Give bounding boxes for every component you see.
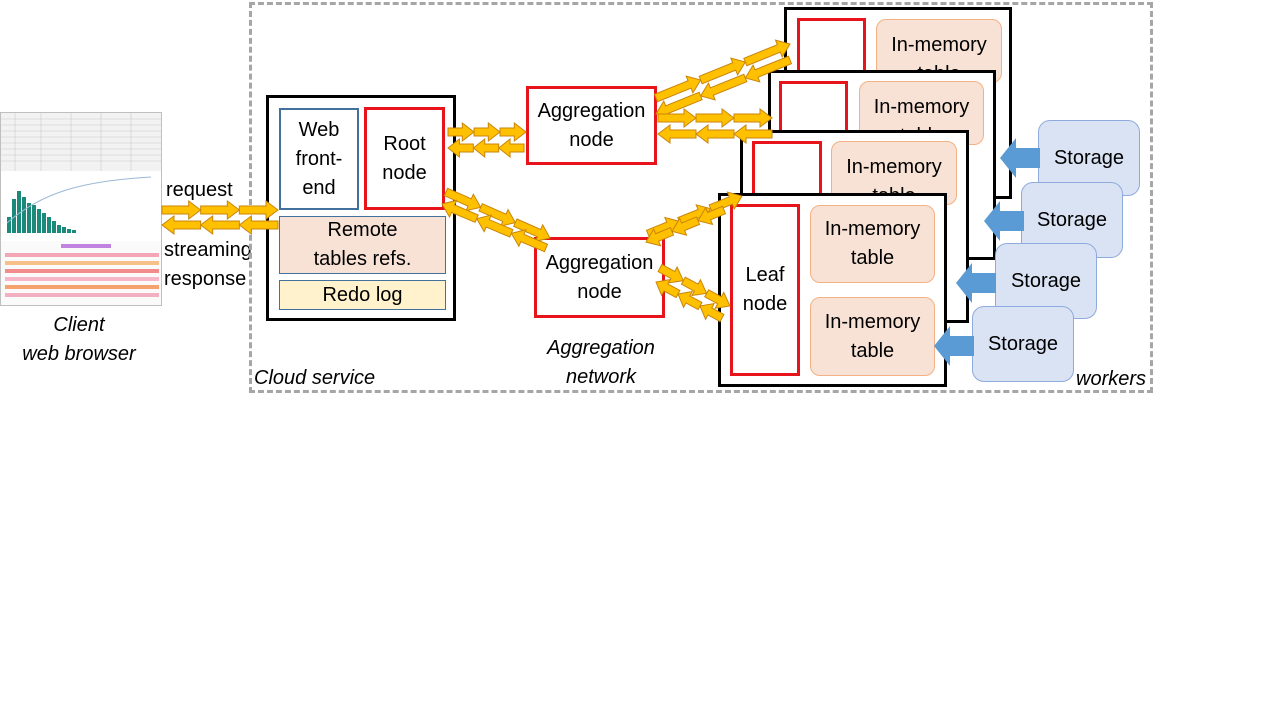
aggregation-bottom-line2: node <box>577 280 622 303</box>
web-frontend-line3: end <box>302 176 336 199</box>
storage-4: Storage <box>972 306 1074 382</box>
remote-tables-line1: Remote <box>327 219 398 241</box>
root-node-line1: Root <box>383 132 426 155</box>
client-caption: Client web browser <box>0 311 158 369</box>
storage-1-label: Storage <box>1053 146 1125 169</box>
web-frontend-box: Web front- end <box>279 108 359 210</box>
aggregation-node-bottom: Aggregation node <box>534 237 665 318</box>
storage-4-label: Storage <box>987 332 1059 355</box>
web-frontend-line1: Web <box>298 118 340 141</box>
aggregation-node-top: Aggregation node <box>526 86 657 165</box>
in-memory-table-1: In-memory table <box>810 205 935 283</box>
in-memory-table-2-line1: In-memory <box>824 310 921 333</box>
response-arrow-segment <box>199 215 240 235</box>
browser-screenshot-icon <box>1 113 161 305</box>
cloud-service-label: Cloud service <box>254 367 376 389</box>
response-arrow-segment <box>161 215 202 235</box>
aggregation-bottom-line1: Aggregation <box>545 251 654 274</box>
request-arrow-segment <box>161 200 202 220</box>
client-caption-line2: web browser <box>22 343 136 365</box>
worker-2-table-label: In-memory <box>846 156 942 178</box>
streaming-response-label: streaming response <box>164 236 252 294</box>
request-arrow-segment <box>200 200 241 220</box>
remote-tables-line2: tables refs. <box>313 248 412 270</box>
cloud-service-boundary <box>249 2 1153 393</box>
remote-tables-box: Remote tables refs. <box>279 216 446 274</box>
aggregation-top-line2: node <box>569 128 614 151</box>
worker-4-table-label: In-memory <box>891 34 987 56</box>
workers-label: workers <box>1076 368 1147 390</box>
aggregation-network-line1: Aggregation <box>547 337 655 359</box>
response-label: response <box>164 268 247 290</box>
root-node-line2: node <box>382 161 427 184</box>
aggregation-network-label: Aggregation network <box>536 334 666 392</box>
request-label: request <box>166 179 233 201</box>
storage-2-label: Storage <box>1036 208 1108 231</box>
in-memory-table-1-line2: table <box>850 247 895 269</box>
streaming-label: streaming <box>164 239 252 261</box>
storage-3-label: Storage <box>1010 269 1082 292</box>
in-memory-table-1-line1: In-memory <box>824 218 921 240</box>
worker-3-table-label: In-memory <box>873 96 970 118</box>
redo-log-label: Redo log <box>322 283 403 306</box>
in-memory-table-2-line2: table <box>850 339 895 362</box>
aggregation-top-line1: Aggregation <box>537 99 646 122</box>
redo-log-box: Redo log <box>279 280 446 310</box>
in-memory-table-2: In-memory table <box>810 297 935 376</box>
root-node-box: Root node <box>364 107 445 210</box>
client-caption-line1: Client <box>53 314 105 336</box>
leaf-node-line2: node <box>742 293 788 315</box>
leaf-node-line1: Leaf <box>745 264 785 286</box>
web-frontend-line2: front- <box>295 147 343 170</box>
leaf-node-box: Leaf node <box>730 204 800 376</box>
client-browser-thumbnail <box>0 112 162 306</box>
aggregation-network-line2: network <box>565 366 637 388</box>
